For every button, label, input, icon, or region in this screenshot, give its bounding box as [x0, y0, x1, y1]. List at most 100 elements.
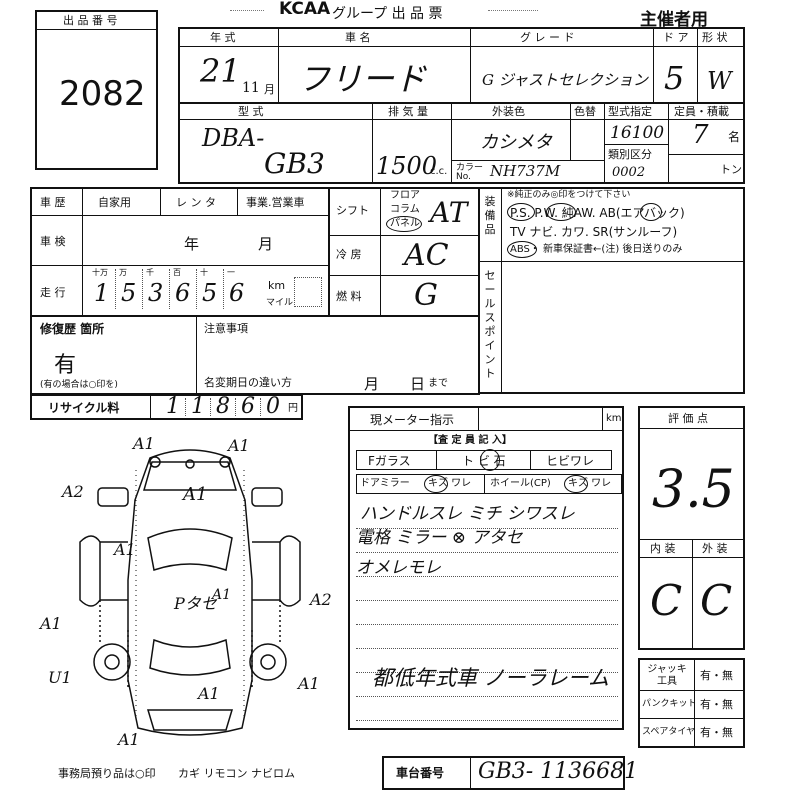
- damage-mark-5: A1: [114, 540, 136, 559]
- lot-box: 出 品 番 号 2082: [35, 10, 158, 170]
- mileage-label: 走 行: [40, 286, 66, 299]
- repair-label: 修復歴 箇所: [40, 322, 105, 336]
- recycle-digit: 1: [191, 394, 205, 419]
- mileage-digit-separator: [142, 269, 143, 309]
- interior-value: C: [650, 576, 683, 625]
- diagram-center-note: Pタセ: [174, 594, 217, 613]
- mileage-digit-label: 十万: [92, 268, 108, 277]
- mileage-digit: 5: [202, 279, 218, 307]
- remark-ruled-line: [356, 600, 618, 601]
- spare-tire-value[interactable]: 有・無: [700, 726, 733, 739]
- month-value: 11: [242, 80, 260, 96]
- shift-panel-circle: [386, 216, 422, 232]
- shaken-month-unit: 月: [258, 235, 274, 253]
- recycle-unit: 円: [288, 403, 298, 414]
- recycle-digit-separator: [260, 398, 261, 416]
- damage-mark-7: A1: [40, 614, 62, 633]
- capacity-label: 定員・積載: [674, 105, 729, 118]
- remark-line-1: ハンドルスレ ミチ シワスレ: [360, 504, 575, 524]
- remark-line-4: 都低年式車 ノーラレーム: [372, 666, 610, 690]
- meter-label: 現メーター指示: [370, 413, 455, 427]
- header-dotted-left: [230, 10, 264, 11]
- jack-label: ジャッキ工具: [647, 664, 687, 687]
- header-dotted-right: [488, 10, 538, 11]
- exterior-value: C: [700, 576, 733, 625]
- shape-label: 形 状: [702, 31, 728, 44]
- recycle-label: リサイクル料: [48, 401, 120, 415]
- puncture-kit-label: パンクキット: [642, 699, 697, 709]
- history-option-business[interactable]: 事業.営業車: [246, 196, 305, 209]
- glass-label: Fガラス: [368, 454, 411, 468]
- shape-value: W: [707, 67, 732, 95]
- wheel-options: キズ ワレ: [568, 478, 612, 489]
- fuel-value: G: [414, 278, 438, 313]
- damage-mark-10: A1: [198, 684, 220, 703]
- history-option-rental[interactable]: レ ン タ: [176, 196, 216, 209]
- color-value: カシメタ: [480, 132, 552, 153]
- score-label: 評 価 点: [668, 412, 708, 425]
- capacity-value: 7: [692, 120, 709, 150]
- color-change-label: 色替: [574, 105, 596, 118]
- color-label: 外装色: [492, 105, 525, 118]
- car-name-label: 車 名: [345, 31, 371, 44]
- vehicle-row-2: 型 式 排 気 量 外装色 色替 型式指定 定員・積載 DBA- GB3 150…: [178, 102, 745, 184]
- jack-value[interactable]: 有・無: [700, 669, 733, 682]
- mileage-digit: 5: [121, 279, 137, 307]
- score-block: 評 価 点 3.5 内 装 外 装 C C: [638, 406, 745, 650]
- interior-label: 内 装: [650, 542, 676, 555]
- month-unit: 月: [264, 83, 275, 96]
- mirror-label: ドアミラー: [360, 478, 410, 489]
- equipment-note: ※純正のみ◎印をつけて下さい: [507, 190, 631, 200]
- mirror-wheel-cell: [356, 474, 622, 494]
- name-change-month: 月: [364, 375, 380, 393]
- damage-mark-1: A1: [133, 434, 155, 453]
- history-option-private[interactable]: 自家用: [98, 196, 131, 209]
- lot-label: 出 品 番 号: [63, 14, 118, 27]
- remark-ruled-line: [356, 576, 618, 577]
- door-label: ド ア: [663, 31, 689, 44]
- damage-mark-4: A1: [183, 484, 208, 505]
- history-label: 車 歴: [40, 196, 66, 209]
- mileage-digit: 6: [229, 279, 245, 307]
- displacement-value: 1500: [376, 152, 438, 180]
- shaken-year-unit: 年: [184, 235, 200, 253]
- equipment-line-2: TV ナビ. カワ. SR(サンルーフ): [510, 225, 678, 239]
- model-label: 型 式: [238, 105, 264, 118]
- remark-ruled-line: [356, 696, 618, 697]
- name-change-day: 日: [410, 375, 426, 393]
- color-no-label: カラー No.: [456, 163, 484, 182]
- model-code: GB3: [264, 147, 325, 180]
- mileage-digit-label: 一: [227, 268, 235, 277]
- mileage-digit-separator: [196, 269, 197, 309]
- puncture-kit-value[interactable]: 有・無: [700, 698, 733, 711]
- ton-unit: トン: [720, 163, 742, 176]
- recycle-digit-separator: [185, 398, 186, 416]
- sales-point-label: セールスポイント: [484, 269, 496, 380]
- km-label: km: [268, 279, 286, 292]
- color-no-value: NH737M: [490, 162, 561, 180]
- recycle-digit: 0: [266, 394, 280, 419]
- type-no-value: 16100: [610, 123, 665, 143]
- meter-block: 現メーター指示 km 【査 定 員 記 入】 Fガラス ト ビ 石 ヒビワレ ド…: [348, 406, 624, 730]
- remark-ruled-line: [356, 720, 618, 721]
- lot-number: 2082: [59, 74, 146, 114]
- displacement-label: 排 気 量: [388, 105, 428, 118]
- door-value: 5: [664, 59, 685, 97]
- chassis-label: 車台番号: [396, 766, 445, 780]
- recycle-digit-separator: [210, 398, 211, 416]
- wheel-label: ホイール(CP): [490, 478, 551, 489]
- class-no-value: 0002: [612, 165, 646, 180]
- mileage-digit: 3: [148, 279, 164, 307]
- mileage-digit: 6: [175, 279, 191, 307]
- capacity-unit: 名: [728, 130, 741, 144]
- shift-option-floor: フロア: [390, 190, 420, 201]
- score-value: 3.5: [652, 460, 735, 520]
- damage-mark-6: A2: [310, 590, 332, 609]
- year-value: 21: [200, 52, 241, 90]
- mileage-digit-separator: [169, 269, 170, 309]
- equipment-label: 装備品: [484, 195, 496, 236]
- mileage-digit-label: 万: [119, 268, 127, 277]
- mile-box: [294, 277, 322, 307]
- meter-unit: km: [606, 413, 622, 424]
